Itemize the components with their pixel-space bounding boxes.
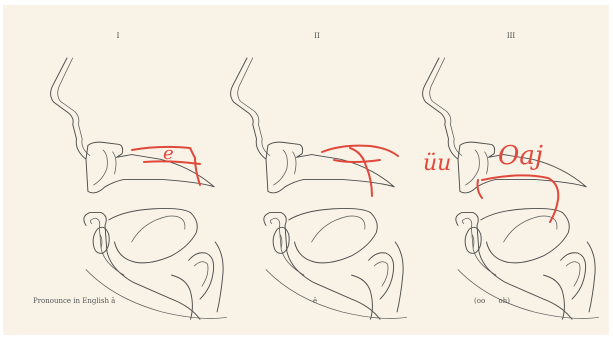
panel-1-caption: Pronounce in English ā — [33, 297, 115, 305]
panel-1-numeral: I — [117, 32, 120, 40]
panel-3-script-oaj: Oaj — [498, 141, 543, 171]
panel-1-script-e: e — [163, 143, 174, 164]
panel-2-caption: ē — [313, 297, 317, 305]
panel-3-caption: (oo oh) — [474, 297, 510, 305]
panel-3-numeral: III — [507, 32, 516, 40]
panel-3-script-uu: üu — [423, 151, 451, 176]
panel-2-numeral: II — [314, 32, 320, 40]
